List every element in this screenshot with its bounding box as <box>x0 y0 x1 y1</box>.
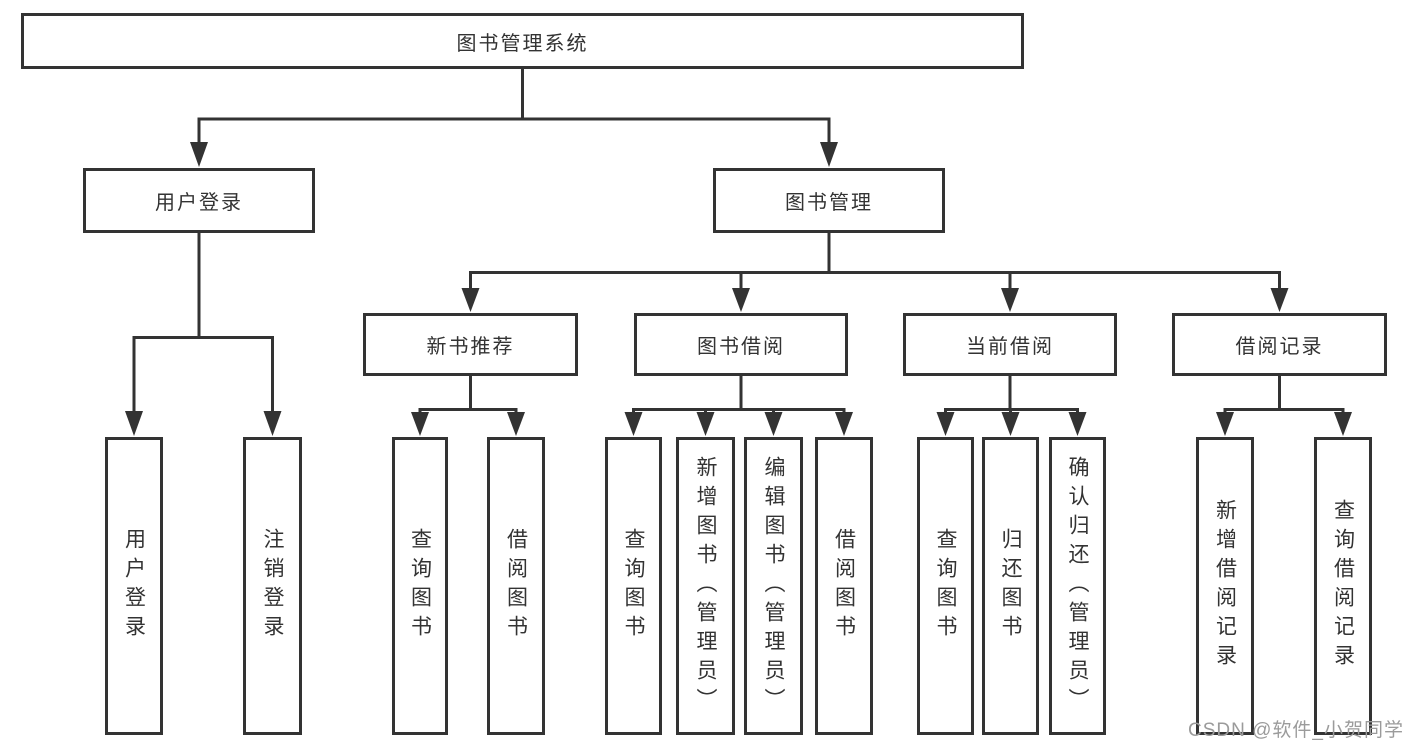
leaf-query-book-borrow: 查询图书 <box>605 437 662 735</box>
leaf-confirm-return-admin: 确认归还（管理员） <box>1049 437 1106 735</box>
leaf-borrow-book: 借阅图书 <box>815 437 873 735</box>
leaf-borrow-book-newbook: 借阅图书 <box>487 437 545 735</box>
leaf-query-book-current: 查询图书 <box>917 437 974 735</box>
leaf-query-borrow-record: 查询借阅记录 <box>1314 437 1372 735</box>
node-book-borrow: 图书借阅 <box>634 313 848 376</box>
node-new-book-recommend: 新书推荐 <box>363 313 578 376</box>
node-user-login: 用户登录 <box>83 168 315 233</box>
leaf-user-login: 用户登录 <box>105 437 163 735</box>
node-book-management: 图书管理 <box>713 168 945 233</box>
node-library-management-system: 图书管理系统 <box>21 13 1024 69</box>
node-current-borrow: 当前借阅 <box>903 313 1117 376</box>
leaf-edit-book-admin: 编辑图书（管理员） <box>744 437 803 735</box>
leaf-add-borrow-record: 新增借阅记录 <box>1196 437 1254 735</box>
leaf-query-book-newbook: 查询图书 <box>392 437 448 735</box>
node-borrow-record: 借阅记录 <box>1172 313 1387 376</box>
leaf-add-book-admin: 新增图书（管理员） <box>676 437 735 735</box>
leaf-return-book: 归还图书 <box>982 437 1039 735</box>
leaf-logout-login: 注销登录 <box>243 437 302 735</box>
csdn-watermark: CSDN @软件_小贺同学 <box>1188 720 1404 741</box>
